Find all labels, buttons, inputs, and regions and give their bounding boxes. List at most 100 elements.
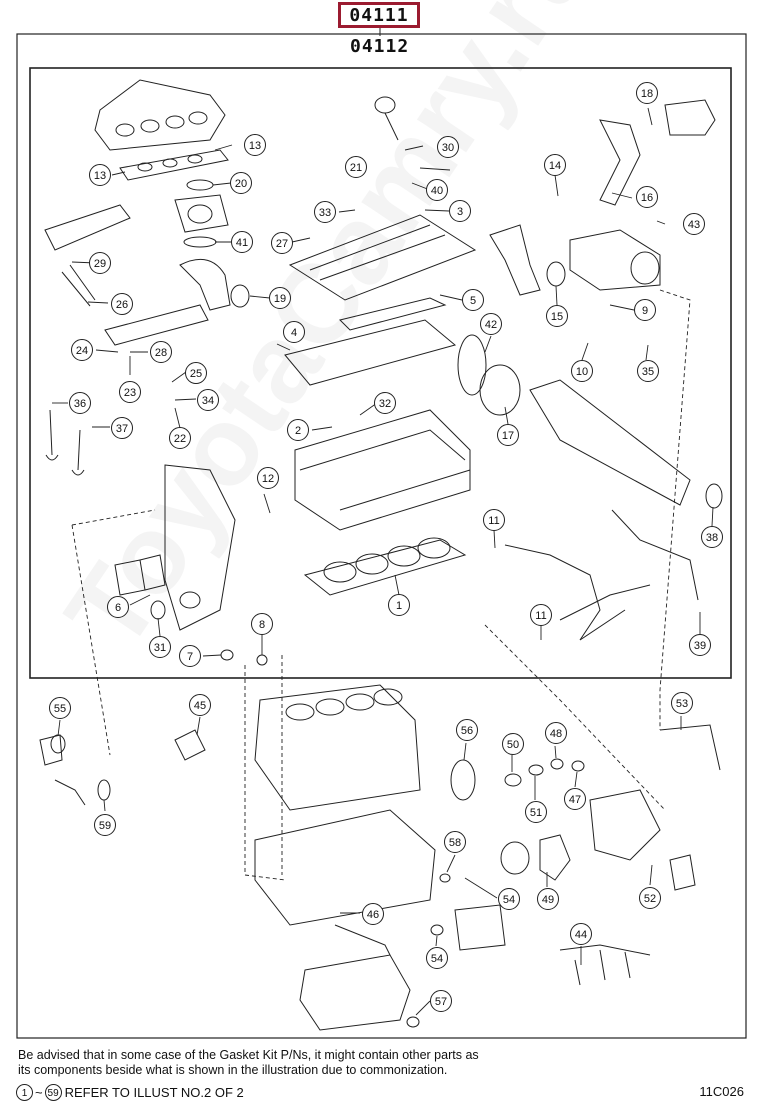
callout-number: 12	[262, 473, 274, 485]
oil-cooler-sketch	[454, 904, 506, 951]
exhaust-manifold-sketch	[104, 304, 209, 346]
callout-c8: 8	[251, 613, 273, 635]
callout-c19: 19	[269, 287, 291, 309]
callout-circle	[345, 156, 367, 178]
callout-number: 4	[291, 327, 297, 339]
advisory-note-line-1: Be advised that in some case of the Gask…	[18, 1048, 479, 1062]
callout-c50: 50	[502, 733, 524, 755]
callout-number: 50	[507, 739, 519, 751]
callout-circle	[251, 613, 273, 635]
callout-circle	[89, 164, 111, 186]
callout-c4: 4	[283, 321, 305, 343]
callout-circle	[111, 417, 133, 439]
callout-number: 23	[124, 387, 136, 399]
callout-number: 8	[259, 619, 265, 631]
callout-circle	[444, 831, 466, 853]
callout-number: 56	[461, 725, 473, 737]
kit-part-number-inner: 04112	[348, 36, 412, 57]
callout-c13b: 13	[244, 134, 266, 156]
callout-number: 2	[295, 425, 301, 437]
callout-circle	[683, 213, 705, 235]
callout-circle	[89, 252, 111, 274]
footer-range-end: 59	[44, 1084, 62, 1101]
callout-number: 27	[276, 238, 288, 250]
footer-range-separator: ~	[35, 1085, 43, 1100]
callout-c23: 23	[119, 381, 141, 403]
callout-number: 1	[396, 600, 402, 612]
callout-circle	[257, 467, 279, 489]
callout-circle	[119, 381, 141, 403]
callout-number: 14	[549, 160, 561, 172]
callout-c28: 28	[150, 341, 172, 363]
egr-pipe-sketch	[179, 258, 231, 311]
callout-c37: 37	[111, 417, 133, 439]
callout-circle	[634, 299, 656, 321]
turbocharger-sketch	[569, 229, 661, 291]
callout-circle	[244, 134, 266, 156]
callout-number: 15	[551, 311, 563, 323]
callout-number: 11	[488, 515, 499, 527]
callout-number: 21	[350, 162, 362, 174]
callout-number: 42	[485, 319, 497, 331]
callout-c59: 59	[94, 814, 116, 836]
callout-number: 45	[194, 700, 206, 712]
callout-circle	[283, 321, 305, 343]
callout-circle	[426, 179, 448, 201]
footer-reference: 1 ~ 59 REFER TO ILLUST NO.2 OF 2	[16, 1084, 244, 1101]
callout-number: 35	[642, 366, 654, 378]
callout-circle	[537, 888, 559, 910]
callout-circle	[637, 360, 659, 382]
callout-number: 43	[688, 219, 700, 231]
inner-kit-frame	[29, 67, 732, 679]
callout-circle	[230, 172, 252, 194]
callout-number: 19	[274, 293, 286, 305]
callout-circle	[179, 645, 201, 667]
callout-c51: 51	[525, 801, 547, 823]
callout-circle	[564, 788, 586, 810]
callout-number: 44	[575, 929, 587, 941]
water-pipe-sketch	[504, 544, 601, 641]
callout-c25: 25	[185, 362, 207, 384]
callout-c3: 3	[449, 200, 471, 222]
callout-circle	[185, 362, 207, 384]
callout-c6: 6	[107, 596, 129, 618]
head-cover-gasket-sketch	[284, 319, 457, 386]
callout-number: 20	[235, 178, 247, 190]
callout-circle	[636, 82, 658, 104]
callout-number: 13	[94, 170, 106, 182]
callout-circle	[525, 801, 547, 823]
callout-circle	[111, 293, 133, 315]
callout-number: 52	[644, 893, 656, 905]
kit-part-number-outer: 04111	[338, 2, 420, 28]
callout-c44: 44	[570, 923, 592, 945]
callout-c34: 34	[197, 389, 219, 411]
head-gasket-sketch	[303, 539, 467, 596]
callout-number: 34	[202, 395, 214, 407]
callout-c26: 26	[111, 293, 133, 315]
callout-number: 32	[379, 398, 391, 410]
cylinder-head-sketch	[294, 409, 471, 531]
water-bypass-sketch	[559, 584, 651, 641]
callout-c41: 41	[231, 231, 253, 253]
callout-number: 31	[154, 642, 166, 654]
callout-number: 36	[74, 398, 86, 410]
callout-number: 10	[576, 366, 588, 378]
callout-number: 22	[174, 433, 186, 445]
callout-circle	[456, 719, 478, 741]
callout-c49: 49	[537, 888, 559, 910]
outer-kit-frame	[16, 33, 747, 1039]
callout-c2: 2	[287, 419, 309, 441]
callout-c57: 57	[430, 990, 452, 1012]
callout-c1: 1	[388, 594, 410, 616]
callout-number: 24	[76, 345, 88, 357]
callout-c12: 12	[257, 467, 279, 489]
callout-c11b: 11	[530, 604, 552, 626]
callout-circle	[149, 636, 171, 658]
intake-gasket-sketch	[119, 149, 229, 181]
callout-circle	[287, 419, 309, 441]
callout-c40: 40	[426, 179, 448, 201]
timing-cover-sketch	[164, 464, 236, 631]
callout-c56: 56	[456, 719, 478, 741]
callout-circle	[94, 814, 116, 836]
